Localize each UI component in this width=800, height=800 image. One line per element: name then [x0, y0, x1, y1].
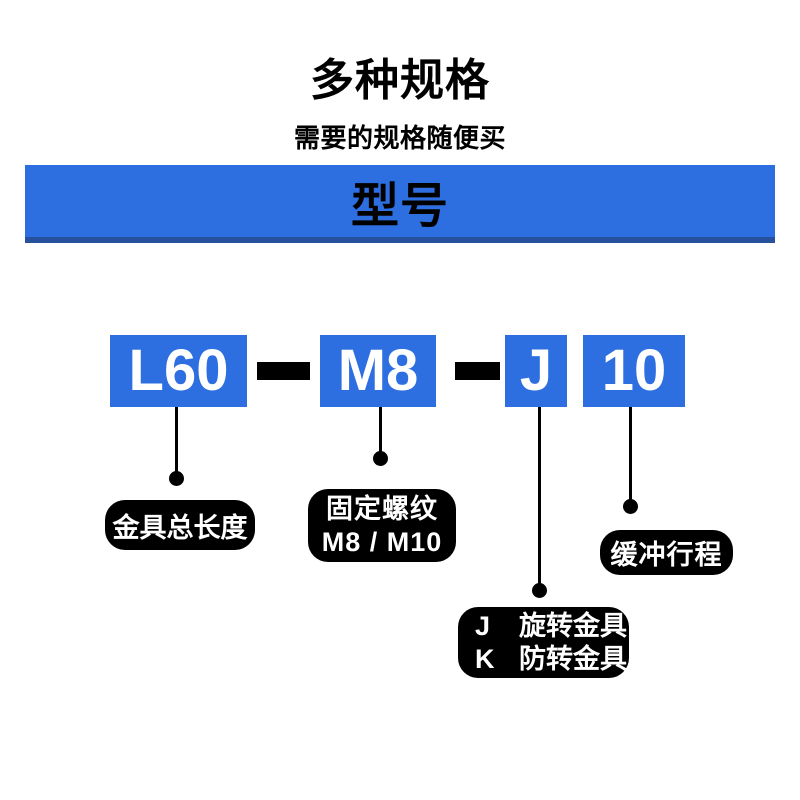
model-banner-title: 型号 — [350, 180, 449, 233]
code-box-type: J — [505, 335, 567, 407]
model-banner: 型号 — [25, 165, 775, 243]
code-type-text: J — [519, 338, 553, 403]
dash-separator-icon — [455, 362, 500, 380]
code-thread-text: M8 — [337, 338, 419, 403]
callout-length: 金具总长度 — [105, 500, 255, 550]
connector-dot-stroke — [623, 499, 638, 514]
code-box-stroke: 10 — [583, 335, 685, 407]
connector-dot-thread — [373, 451, 388, 466]
code-box-thread: M8 — [320, 335, 436, 407]
code-box-length: L60 — [110, 335, 247, 407]
callout-type: J 旋转金具 K 防转金具 — [458, 607, 629, 678]
callout-thread-options: M8 / M10 — [321, 526, 443, 557]
connector-line-stroke — [629, 407, 632, 500]
callout-thread: 固定螺纹 M8 / M10 — [308, 489, 456, 562]
page-subtitle: 需要的规格随便买 — [293, 123, 506, 153]
callout-type-key-j: J — [475, 610, 491, 641]
callout-length-label: 金具总长度 — [112, 512, 248, 543]
callout-type-text-k: 防转金具 — [519, 643, 627, 674]
connector-dot-length — [169, 471, 184, 486]
page-title: 多种规格 — [310, 56, 490, 105]
connector-line-length — [175, 407, 178, 472]
connector-dot-type — [532, 583, 547, 598]
callout-type-text-j: 旋转金具 — [519, 610, 627, 641]
connector-line-thread — [379, 407, 382, 452]
callout-thread-title: 固定螺纹 — [326, 493, 438, 524]
code-length-text: L60 — [128, 338, 229, 403]
callout-type-key-k: K — [475, 643, 495, 674]
callout-stroke: 缓冲行程 — [600, 530, 733, 575]
code-stroke-text: 10 — [601, 338, 667, 403]
callout-type-row-k: K 防转金具 — [475, 643, 627, 676]
callout-stroke-label: 缓冲行程 — [610, 540, 723, 570]
connector-line-type — [538, 407, 541, 584]
callout-type-row-j: J 旋转金具 — [475, 610, 627, 643]
dash-separator-icon — [257, 362, 310, 380]
